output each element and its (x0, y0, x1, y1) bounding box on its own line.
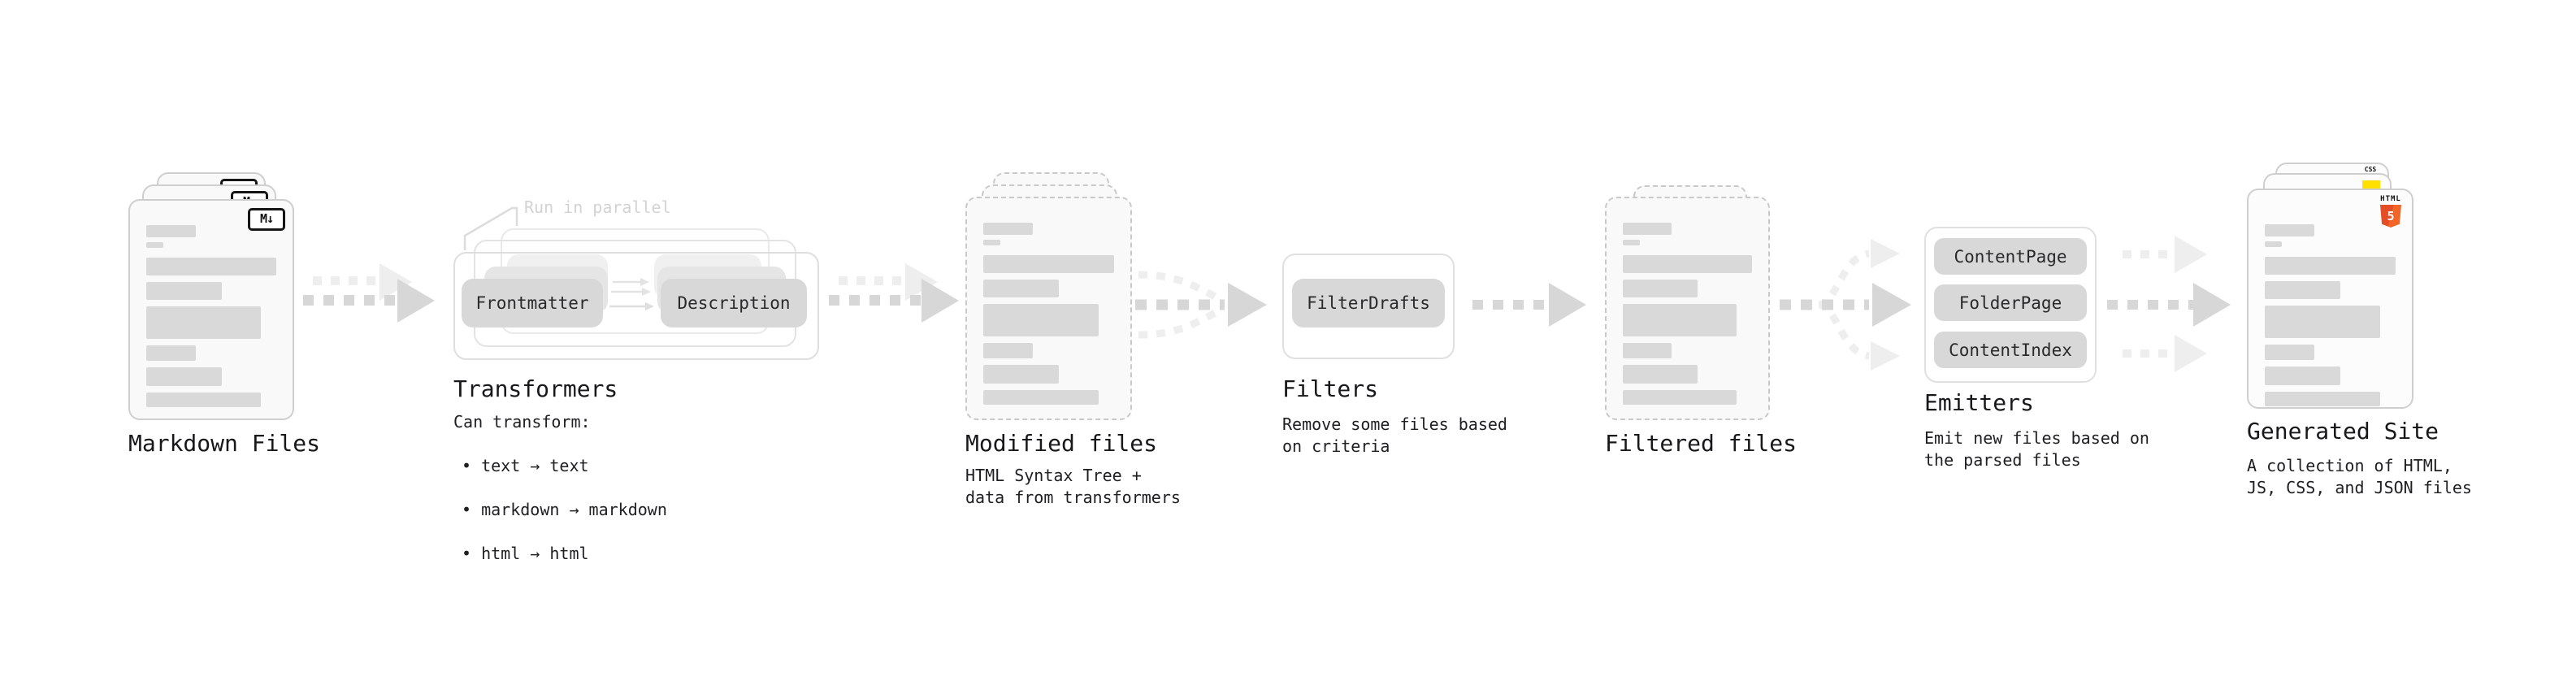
text-line (983, 304, 1099, 336)
dashed-line (313, 276, 381, 285)
transformers-frame-front (453, 252, 819, 360)
text-line (1623, 390, 1737, 405)
text-line (1623, 240, 1640, 245)
document (1605, 197, 1770, 420)
arrowhead-icon (2175, 335, 2207, 372)
arrowhead-icon (1549, 283, 1586, 327)
document-text-lines (2265, 224, 2396, 406)
text-line (146, 306, 261, 339)
text-line (1623, 365, 1698, 384)
js-icon (2362, 180, 2380, 189)
filter-pill-filterdrafts: FilterDrafts (1292, 279, 1445, 327)
text-line (983, 343, 1034, 358)
text-line (146, 225, 196, 237)
dashed-line (2123, 349, 2175, 358)
stage-desc-transformers-bullets: • text → text • markdown → markdown • ht… (460, 433, 667, 587)
arrowhead-icon (397, 279, 435, 323)
text-line (983, 390, 1099, 405)
stage-desc-generated-site: A collection of HTML, JS, CSS, and JSON … (2247, 456, 2472, 497)
arrowhead-icon (2175, 236, 2207, 273)
stage-desc-filters: Remove some files based on criteria (1282, 414, 1507, 456)
html5-icon: HTML 5 (2379, 196, 2403, 228)
text-line (146, 282, 222, 300)
dashed-line (1472, 300, 1549, 310)
transformer-pill-description: Description (661, 279, 807, 327)
stage-label-filtered-files: Filtered files (1605, 430, 1798, 457)
diverge-arrow (1780, 239, 1911, 371)
stage-desc-emitters: Emit new files based on the parsed files (1924, 428, 2149, 470)
bullet-item: • text → text (462, 456, 589, 475)
dashed-line (839, 276, 907, 285)
emitter-pill-folderpage: FolderPage (1934, 284, 2087, 321)
dashed-line (303, 295, 397, 306)
text-line (2265, 224, 2315, 236)
arrowhead-icon (2193, 283, 2231, 327)
html5-icon-number: 5 (2387, 209, 2395, 223)
text-line (1623, 255, 1752, 273)
document: M↓ (128, 199, 294, 420)
text-line (2265, 306, 2380, 338)
markdown-icon: M↓ (248, 208, 285, 231)
emitter-pill-contentindex: ContentIndex (1934, 332, 2087, 368)
text-line (146, 258, 276, 275)
stage-desc-modified-files: HTML Syntax Tree + data from transformer… (965, 466, 1181, 507)
document-text-lines (1623, 223, 1752, 405)
document (965, 197, 1132, 420)
text-line (2265, 392, 2380, 406)
text-line (1623, 280, 1698, 297)
stage-label-modified-files: Modified files (965, 430, 1158, 457)
text-line (983, 240, 1000, 245)
text-line (1623, 343, 1672, 358)
stage-label-markdown-files: Markdown Files (128, 430, 321, 457)
stage-label-transformers: Transformers (453, 375, 618, 402)
dashed-line (2107, 300, 2193, 310)
text-line (983, 223, 1034, 235)
html5-icon-shield: 5 (2380, 205, 2401, 228)
text-line (2265, 281, 2341, 299)
text-line (146, 367, 222, 386)
dashed-line (2123, 250, 2175, 258)
mini-flow-arrows (609, 278, 654, 310)
document-text-lines (983, 223, 1114, 405)
document: HTML 5 (2247, 189, 2413, 409)
text-line (1623, 223, 1672, 235)
html5-icon-word: HTML (2380, 195, 2401, 203)
stage-label-filters: Filters (1282, 375, 1379, 402)
text-line (1623, 304, 1737, 336)
text-line (146, 393, 261, 407)
css-icon-label: CSS (2364, 166, 2377, 173)
merge-arrow (1135, 271, 1267, 339)
stage-desc-transformers-title: Can transform: (453, 412, 591, 432)
transformer-pill-frontmatter: Frontmatter (462, 279, 603, 327)
emitter-pill-contentpage: ContentPage (1934, 238, 2087, 275)
stage-label-generated-site: Generated Site (2247, 418, 2439, 445)
text-line (2265, 241, 2282, 247)
bullet-item: • markdown → markdown (462, 500, 667, 519)
bullet-item: • html → html (462, 544, 589, 563)
text-line (146, 345, 196, 361)
text-line (146, 242, 163, 248)
stage-label-emitters: Emitters (1924, 389, 2034, 416)
text-line (983, 255, 1114, 273)
parallel-note: Run in parallel (524, 197, 671, 217)
text-line (2265, 345, 2315, 360)
document-text-lines (146, 225, 276, 407)
arrowhead-icon (922, 279, 959, 323)
text-line (983, 365, 1060, 384)
text-line (2265, 257, 2396, 275)
dashed-line (829, 295, 923, 306)
text-line (983, 280, 1060, 297)
text-line (2265, 367, 2341, 385)
note-leader-line (463, 206, 518, 250)
